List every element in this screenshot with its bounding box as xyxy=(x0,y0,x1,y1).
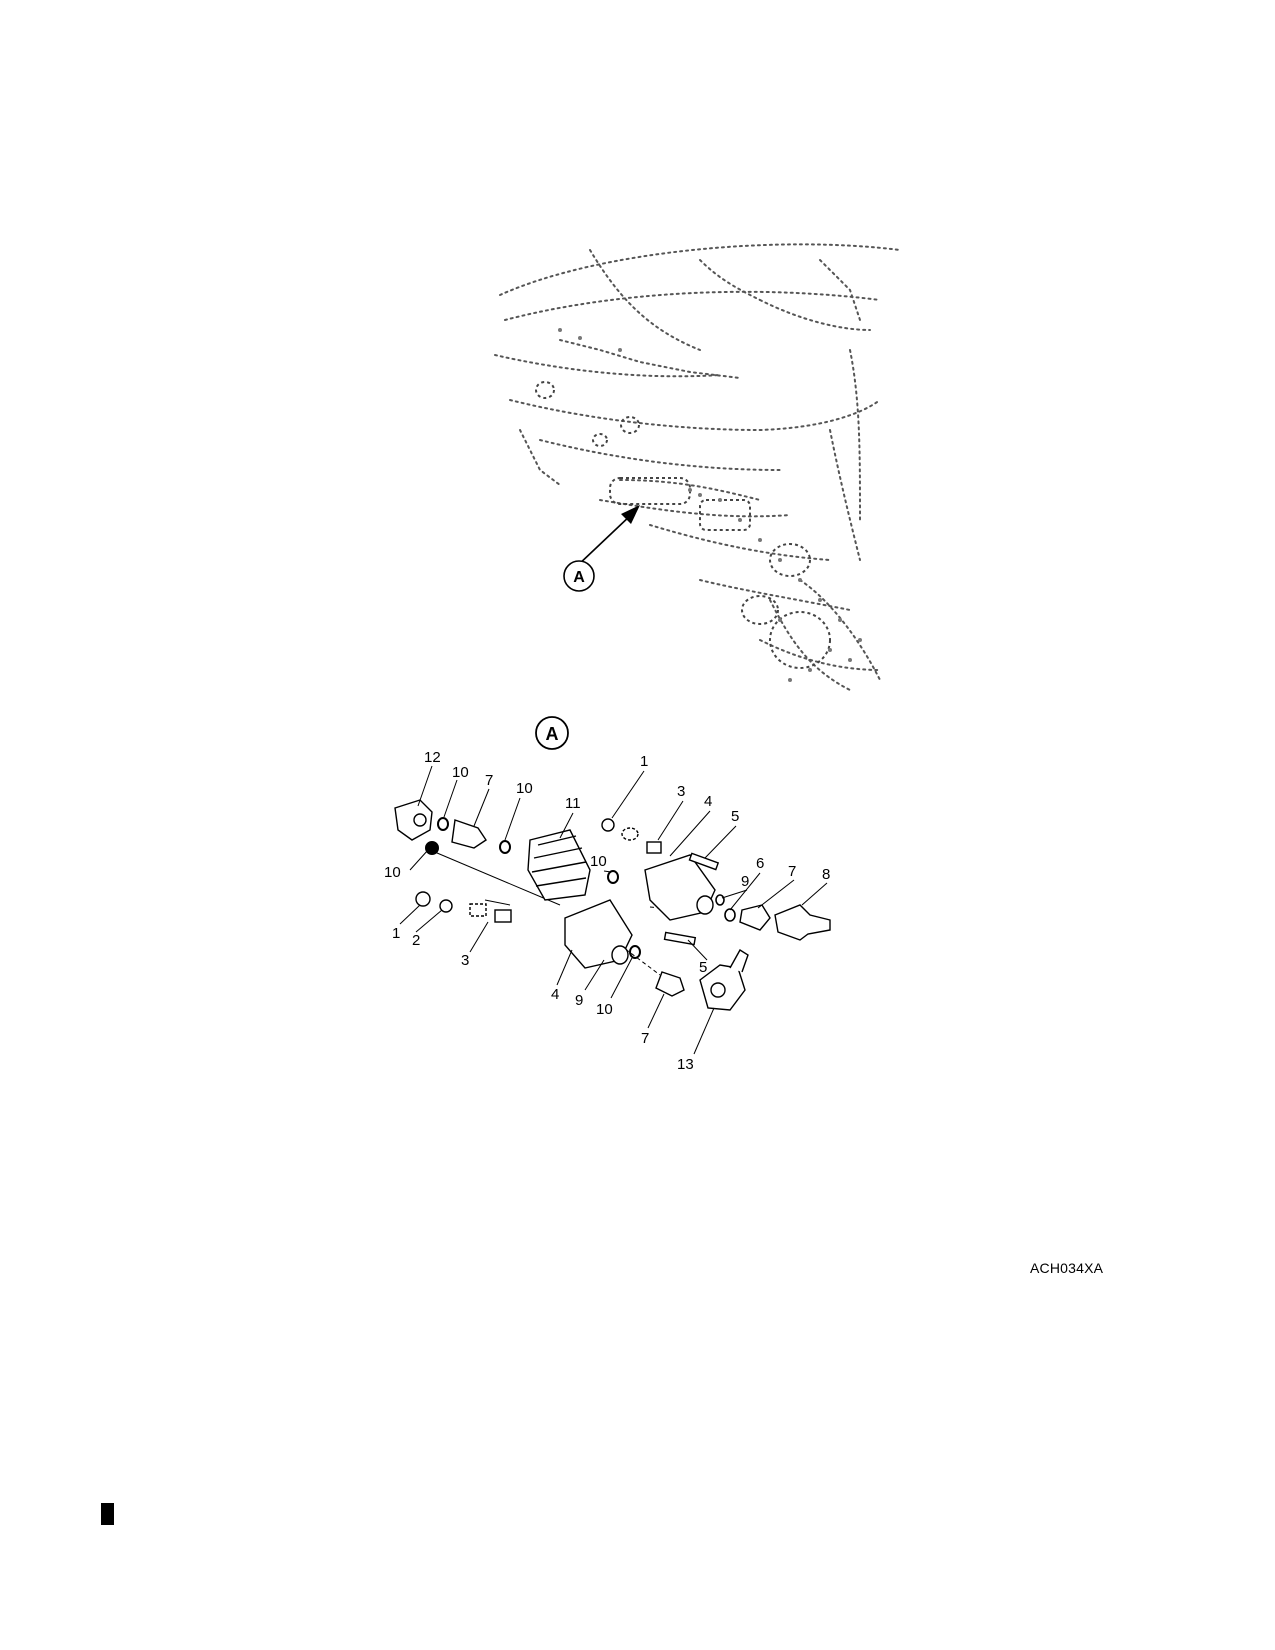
callout-3: 3 xyxy=(461,952,469,969)
callout-10: 10 xyxy=(516,780,533,797)
callout-4: 4 xyxy=(704,793,712,810)
page-edge-marker xyxy=(101,1503,114,1525)
part-4-cylinders xyxy=(564,854,716,969)
part-11-bellows xyxy=(527,829,591,901)
part-1-3-hardware-right xyxy=(601,818,662,854)
part-1-2-3-hardware-left xyxy=(415,891,512,923)
figure-id: ACH034XA xyxy=(1030,1260,1104,1276)
callout-10: 10 xyxy=(596,1001,613,1018)
vehicle-locator-fittings xyxy=(535,381,831,669)
part-13-elbow xyxy=(699,949,749,1011)
part-8-hose-end xyxy=(774,904,831,941)
callout-7: 7 xyxy=(641,1030,649,1047)
locator-arrow xyxy=(575,505,640,568)
callout-13: 13 xyxy=(677,1056,694,1073)
callout-4: 4 xyxy=(551,986,559,1003)
part-10-o-rings xyxy=(425,817,641,959)
callout-8: 8 xyxy=(822,866,830,883)
callout-2: 2 xyxy=(412,932,420,949)
svg-text:A: A xyxy=(573,569,585,586)
vehicle-locator-view xyxy=(494,243,901,691)
part-6-9-washers xyxy=(715,894,736,922)
callout-5: 5 xyxy=(699,959,707,976)
callout-numbers: 12 10 7 10 11 1 3 4 5 10 9 6 7 8 10 1 2 … xyxy=(384,749,830,1073)
callout-10: 10 xyxy=(452,764,469,781)
callout-9: 9 xyxy=(741,873,749,890)
callout-leader-lines xyxy=(399,765,828,1055)
callout-7: 7 xyxy=(788,863,796,880)
callout-1: 1 xyxy=(392,925,400,942)
callout-5: 5 xyxy=(731,808,739,825)
svg-text:A: A xyxy=(546,724,559,744)
callout-9: 9 xyxy=(575,992,583,1009)
callout-10: 10 xyxy=(384,864,401,881)
callout-3: 3 xyxy=(677,783,685,800)
vehicle-locator-shading xyxy=(558,328,862,682)
callout-6: 6 xyxy=(756,855,764,872)
part-5-bolts xyxy=(663,852,720,946)
locator-callout-a: A xyxy=(563,560,595,592)
part-12-elbow-fitting xyxy=(394,799,433,841)
callout-10: 10 xyxy=(590,853,607,870)
callout-11: 11 xyxy=(565,795,581,812)
detail-view-label-a: A xyxy=(535,716,569,750)
callout-1: 1 xyxy=(640,753,648,770)
part-7-adapters xyxy=(451,819,771,997)
callout-7: 7 xyxy=(485,772,493,789)
callout-12: 12 xyxy=(424,749,441,766)
